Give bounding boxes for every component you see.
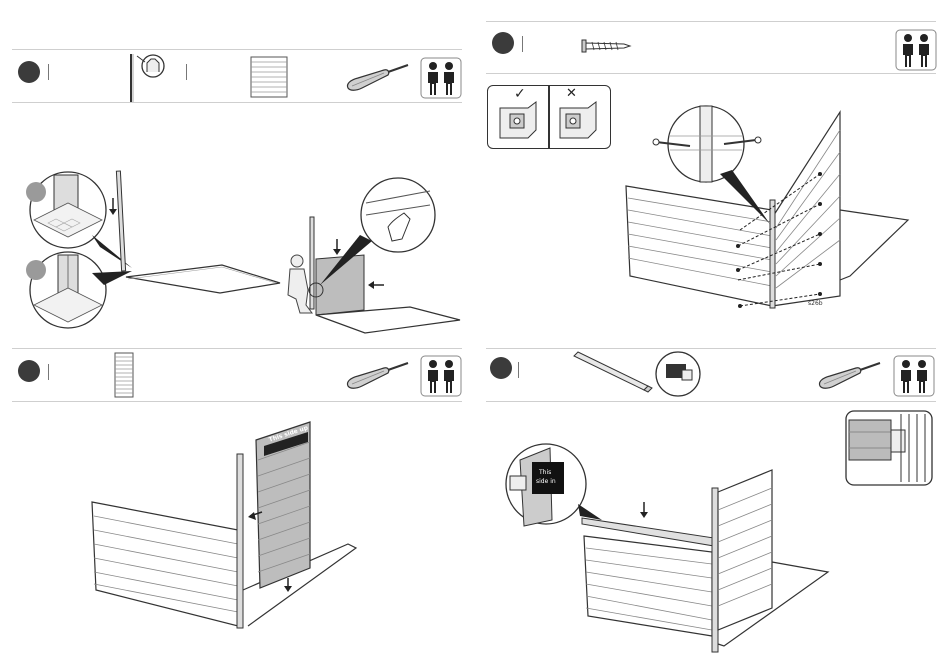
screwdriver-icon [344,360,412,392]
step-number-dot [492,32,514,54]
corner-post-part-icon [125,52,175,104]
beam-joint-detail-inset [845,410,933,486]
header-separator [518,362,519,378]
step-number-dot [490,357,512,379]
two-person-icon [420,57,462,99]
panel1-header-bottom-rule [12,102,462,103]
panel2-header-bottom-rule [486,73,936,74]
header-separator [48,364,49,380]
narrow-panel-part-icon [114,352,134,398]
top-beam-part-icon [572,350,707,398]
panel4-header-top-rule [486,348,936,349]
panel3-header-top-rule [12,348,462,349]
orientation-divider [548,86,550,148]
part-code-label: s26b [808,300,823,307]
cross-mark: ✕ [566,86,577,101]
screwdriver-icon [344,62,412,94]
header-separator [48,64,49,80]
incorrect-orientation-icon [556,100,602,144]
panel2-header-top-rule [486,21,936,22]
header-separator [522,36,523,52]
two-person-icon [420,355,462,397]
screw-icon [580,38,632,54]
step1-assembly-illustration [20,165,465,345]
panel4-header-bottom-rule [486,401,936,402]
two-person-icon [893,355,935,397]
this-side-in-line1: This [539,469,551,476]
step3-panel-insert-illustration [88,420,363,632]
step-number-dot [18,360,40,382]
step2-screw-walls-illustration [620,100,920,320]
panel1-header-top-rule [12,49,462,50]
this-side-in-line2: side in [536,478,556,485]
panel3-header-bottom-rule [12,401,462,402]
step-number-dot [18,61,40,83]
header-separator [186,64,187,80]
two-person-icon [895,29,937,71]
screwdriver-icon [816,360,884,392]
correct-orientation-icon [496,100,542,144]
wall-panel-part-icon [250,56,288,98]
